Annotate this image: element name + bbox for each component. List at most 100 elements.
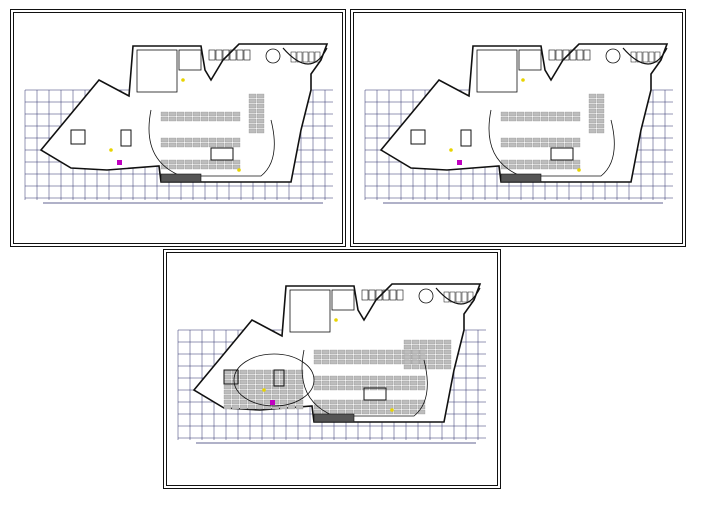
ramp-curve [435,287,481,305]
parking-bay [411,349,420,355]
parking-bay [572,116,581,122]
parking-bay [385,399,394,405]
unit-cell [208,49,216,61]
parking-bay [313,399,322,405]
unit-cell [222,49,230,61]
parking-bay [353,349,362,355]
parking-bay [572,142,581,148]
parking-bay [329,409,338,415]
yellow-marker [390,408,394,412]
unit-cell [654,51,661,63]
parking-bay [409,380,418,386]
parking-bay [516,111,525,117]
parking-bay [279,389,288,395]
parking-bay [321,404,330,410]
parking-bay [385,354,394,360]
parking-bay [231,394,240,400]
parking-bay [361,380,370,386]
core-room [289,289,331,333]
parking-bay [192,164,201,170]
parking-bay [377,380,386,386]
parking-bay [508,111,517,117]
parking-bay [508,116,517,122]
parking-bay [353,359,362,365]
parking-bay [588,98,597,104]
parking-bay [540,142,549,148]
parking-bay [160,164,169,170]
parking-bay [192,142,201,148]
parking-bay [417,380,426,386]
lift-core [120,129,132,147]
parking-bay [208,142,217,148]
parking-bay [435,349,444,355]
parking-bay [411,344,420,350]
parking-bay [353,404,362,410]
parking-bay [401,380,410,386]
parking-bay [247,389,256,395]
parking-bay [411,339,420,345]
floor-plan-3 [177,283,486,444]
parking-bay [295,399,304,405]
parking-bay [263,374,272,380]
parking-bay [540,159,549,165]
parking-bay [329,359,338,365]
parking-bay [556,137,565,143]
parking-bay [564,142,573,148]
drawing-sheet-top-left [10,9,346,247]
parking-bay [287,389,296,395]
parking-bay [287,384,296,390]
parking-bay [435,359,444,365]
parking-bay [588,108,597,114]
parking-bay [361,349,370,355]
parking-bay [403,364,412,370]
parking-bay [223,374,232,380]
parking-bay [540,111,549,117]
core-room [136,49,178,93]
parking-bay [532,137,541,143]
sheet-border [166,252,498,486]
unit-cell [630,51,637,63]
parking-bay [532,142,541,148]
parking-bay [524,142,533,148]
parking-bay [223,389,232,395]
parking-bay [176,111,185,117]
hatched-ramp [160,173,202,183]
parking-bay [548,159,557,165]
parking-bays [500,93,605,170]
parking-bay [401,385,410,391]
parking-bay [572,137,581,143]
unit-cell [296,51,303,63]
parking-bay [271,374,280,380]
parking-bay [564,159,573,165]
parking-bay [263,369,272,375]
unit-cell [569,49,577,61]
parking-bay [216,137,225,143]
parking-bay [369,404,378,410]
parking-bay [337,359,346,365]
parking-bay [401,404,410,410]
parking-bay [295,379,304,385]
parking-bay [353,354,362,360]
parking-bay [385,359,394,365]
parking-bay [255,404,264,410]
unit-cell [215,49,223,61]
parking-bay [500,142,509,148]
hatched-ramp [500,173,542,183]
parking-bay [263,404,272,410]
parking-bay [313,409,322,415]
parking-bay [377,404,386,410]
parking-bay [329,399,338,405]
parking-bay [239,389,248,395]
parking-bay [385,375,394,381]
unit-cell [455,291,462,303]
parking-bay [409,375,418,381]
parking-bay [321,349,330,355]
parking-bay [329,375,338,381]
parking-bay [385,380,394,386]
parking-bay [184,164,193,170]
parking-bay [377,359,386,365]
parking-bay [255,379,264,385]
parking-bay [540,116,549,122]
unit-cell [467,291,474,303]
round-stair [605,48,621,64]
